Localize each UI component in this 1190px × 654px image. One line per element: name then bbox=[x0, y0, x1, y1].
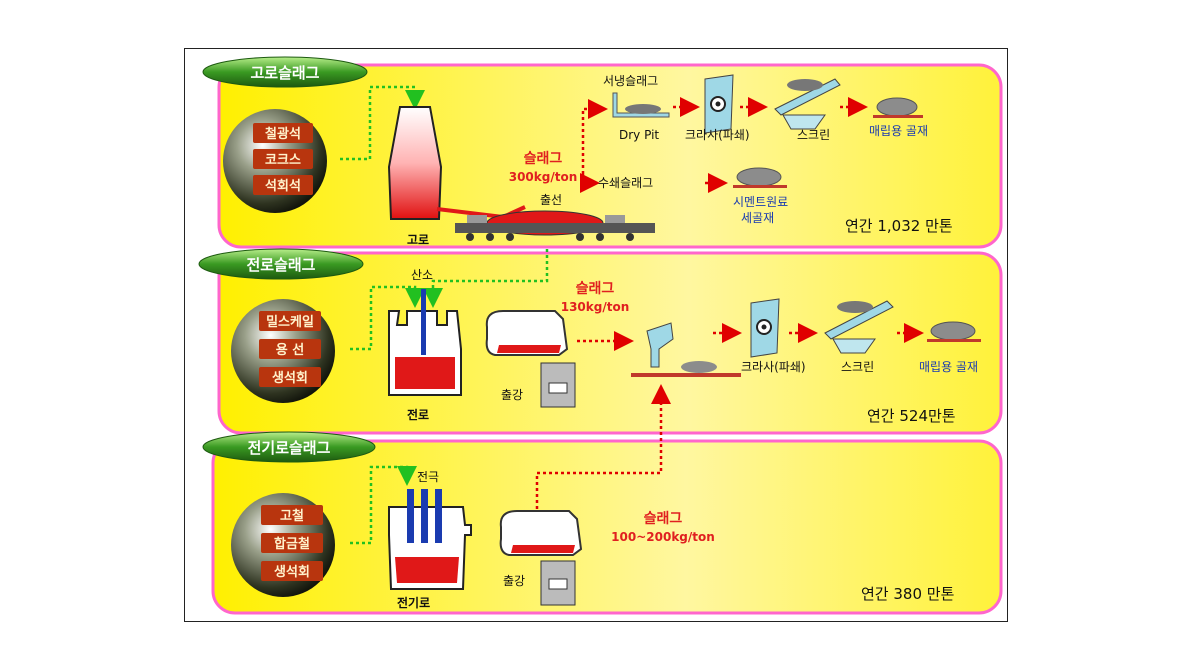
product-bottom-1: 시멘트원료 bbox=[733, 195, 788, 209]
diagram-frame: 고로슬래그 철광석 코크스 석회석 고로 출선 슬래그 300kg/t bbox=[184, 48, 1008, 622]
product: 매립용 골재 bbox=[919, 360, 978, 374]
slag-yard-icon bbox=[631, 322, 741, 377]
torpedo-car-icon bbox=[455, 210, 655, 241]
product-top: 매립용 골재 bbox=[869, 124, 928, 138]
electric-furnace-icon: 전기로 bbox=[388, 489, 472, 610]
tap-label: 출강 bbox=[503, 574, 525, 588]
tap-label: 출선 bbox=[540, 193, 562, 207]
iron-transfer-arrow bbox=[423, 249, 549, 308]
branch-arrow-bottom bbox=[580, 173, 600, 193]
slag-transfer-arrow bbox=[535, 384, 671, 509]
step-screen: 스크린 bbox=[841, 360, 874, 374]
oxygen-label: 산소 bbox=[411, 268, 433, 282]
furnace-label: 전로 bbox=[407, 407, 429, 422]
electrode-label: 전극 bbox=[417, 470, 439, 484]
product-bottom-2: 세골재 bbox=[741, 211, 774, 225]
raw-material-1: 밀스케일 bbox=[266, 315, 314, 330]
annual-output: 연간 380 만톤 bbox=[861, 585, 954, 603]
annual-output: 연간 524만톤 bbox=[867, 407, 956, 425]
raw-material-3: 생석회 bbox=[272, 370, 308, 386]
panel-converter: 전로슬래그 밀스케일 용 선 생석회 산소 전로 출강 슬래그 130kg/ bbox=[198, 248, 1003, 435]
crusher-icon bbox=[750, 298, 780, 358]
branch-bottom-label: 수쇄슬래그 bbox=[598, 176, 653, 190]
slag-process-diagram: 고로슬래그 철광석 코크스 석회석 고로 출선 슬래그 300kg/t bbox=[198, 56, 1003, 615]
raw-material-sphere: 고철 합금철 생석회 bbox=[231, 493, 335, 597]
step-crusher: 크라사(파쇄) bbox=[741, 360, 806, 374]
panel-title: 전기로슬래그 bbox=[248, 439, 331, 457]
slag-rate: 100~200kg/ton bbox=[611, 530, 715, 544]
ladle-icon bbox=[485, 310, 576, 408]
slag-label: 슬래그 bbox=[576, 281, 615, 297]
crusher-icon bbox=[704, 74, 734, 134]
step-dry-pit: Dry Pit bbox=[619, 128, 659, 142]
blast-furnace-icon: 고로 bbox=[387, 106, 443, 247]
dry-pit-icon bbox=[612, 92, 670, 118]
panel-electric-furnace: 전기로슬래그 고철 합금철 생석회 전극 전기로 출강 bbox=[202, 384, 1003, 615]
raw-material-1: 철광석 bbox=[265, 126, 301, 142]
slag-rate: 300kg/ton bbox=[509, 170, 578, 184]
raw-material-2: 코크스 bbox=[265, 153, 301, 168]
feed-arrow bbox=[350, 465, 417, 545]
raw-material-sphere: 밀스케일 용 선 생석회 bbox=[231, 299, 335, 403]
ladle-icon bbox=[499, 510, 583, 606]
converter-icon: 전로 bbox=[388, 289, 462, 422]
branch-arrow-top bbox=[581, 99, 608, 174]
panel-title-badge: 전기로슬래그 bbox=[202, 431, 376, 463]
raw-material-1: 고철 bbox=[280, 508, 304, 524]
slag-pile-icon bbox=[873, 97, 923, 118]
raw-material-3: 석회석 bbox=[265, 178, 301, 194]
tap-label: 출강 bbox=[501, 388, 523, 402]
panel-background bbox=[217, 251, 1003, 435]
slag-label: 슬래그 bbox=[524, 151, 563, 167]
panel-title-badge: 고로슬래그 bbox=[202, 56, 368, 88]
furnace-label: 전기로 bbox=[397, 595, 430, 610]
furnace-label: 고로 bbox=[407, 233, 429, 247]
panel-title-badge: 전로슬래그 bbox=[198, 248, 364, 280]
screen-icon bbox=[824, 300, 894, 354]
panel-blast-furnace: 고로슬래그 철광석 코크스 석회석 고로 출선 슬래그 300kg/t bbox=[202, 56, 1003, 249]
raw-material-2: 용 선 bbox=[276, 342, 304, 358]
annual-output: 연간 1,032 만톤 bbox=[845, 217, 953, 235]
raw-material-2: 합금철 bbox=[274, 536, 310, 552]
raw-material-3: 생석회 bbox=[274, 564, 310, 580]
slag-label: 슬래그 bbox=[644, 511, 683, 527]
raw-material-sphere: 철광석 코크스 석회석 bbox=[223, 109, 327, 213]
step-crusher: 크라사(파쇄) bbox=[685, 128, 750, 142]
feed-arrow bbox=[350, 285, 425, 351]
panel-title: 고로슬래그 bbox=[250, 64, 319, 82]
screen-icon bbox=[774, 78, 841, 130]
slag-pile-icon bbox=[733, 167, 787, 188]
panel-title: 전로슬래그 bbox=[246, 256, 315, 274]
step-screen: 스크린 bbox=[797, 128, 830, 142]
feed-arrow bbox=[340, 85, 425, 161]
slag-rate: 130kg/ton bbox=[561, 300, 630, 314]
branch-top-label: 서냉슬래그 bbox=[603, 74, 658, 88]
slag-pile-icon bbox=[927, 321, 981, 342]
